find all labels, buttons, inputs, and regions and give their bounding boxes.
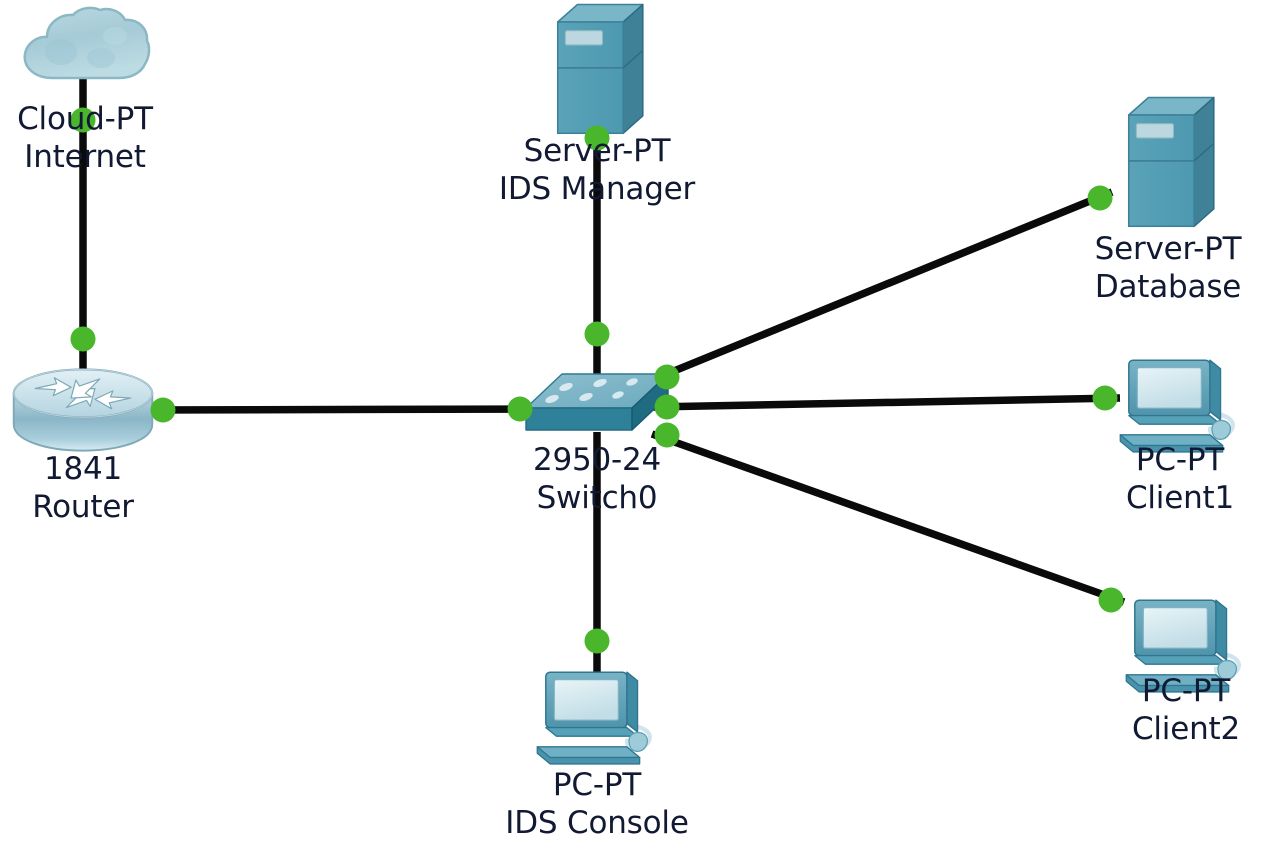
link-router-switch[interactable] — [139, 405, 553, 414]
link-status-dot[interactable] — [584, 321, 610, 347]
link-switch-client2[interactable] — [650, 430, 1126, 606]
link-status-dot[interactable] — [507, 396, 533, 422]
link-switch-client1[interactable] — [651, 394, 1121, 411]
switch-icon-switch[interactable] — [525, 373, 669, 431]
server-icon-ids_manager[interactable] — [556, 3, 644, 135]
nodes-layer — [12, 3, 1239, 764]
pc-icon-client1[interactable] — [1120, 360, 1233, 452]
pc-icon-ids_console[interactable] — [537, 672, 650, 764]
link-status-dot[interactable] — [654, 394, 680, 420]
link-status-dot[interactable] — [654, 422, 680, 448]
link-status-dot[interactable] — [1098, 587, 1124, 613]
link-status-dot[interactable] — [70, 326, 96, 352]
link-status-dot[interactable] — [654, 364, 680, 390]
link-status-dot[interactable] — [70, 107, 96, 133]
link-status-dots-layer — [70, 107, 1124, 654]
server-icon-database[interactable] — [1127, 96, 1215, 228]
link-status-dot[interactable] — [150, 397, 176, 423]
link-status-dot[interactable] — [1092, 385, 1118, 411]
pc-icon-client2[interactable] — [1126, 600, 1239, 692]
link-status-dot[interactable] — [584, 628, 610, 654]
cloud-icon-cloud[interactable] — [23, 6, 151, 80]
link-status-dot[interactable] — [584, 125, 610, 151]
link-switch-database[interactable] — [650, 188, 1114, 384]
link-status-dot[interactable] — [1087, 185, 1113, 211]
router-icon-router[interactable] — [12, 368, 154, 452]
